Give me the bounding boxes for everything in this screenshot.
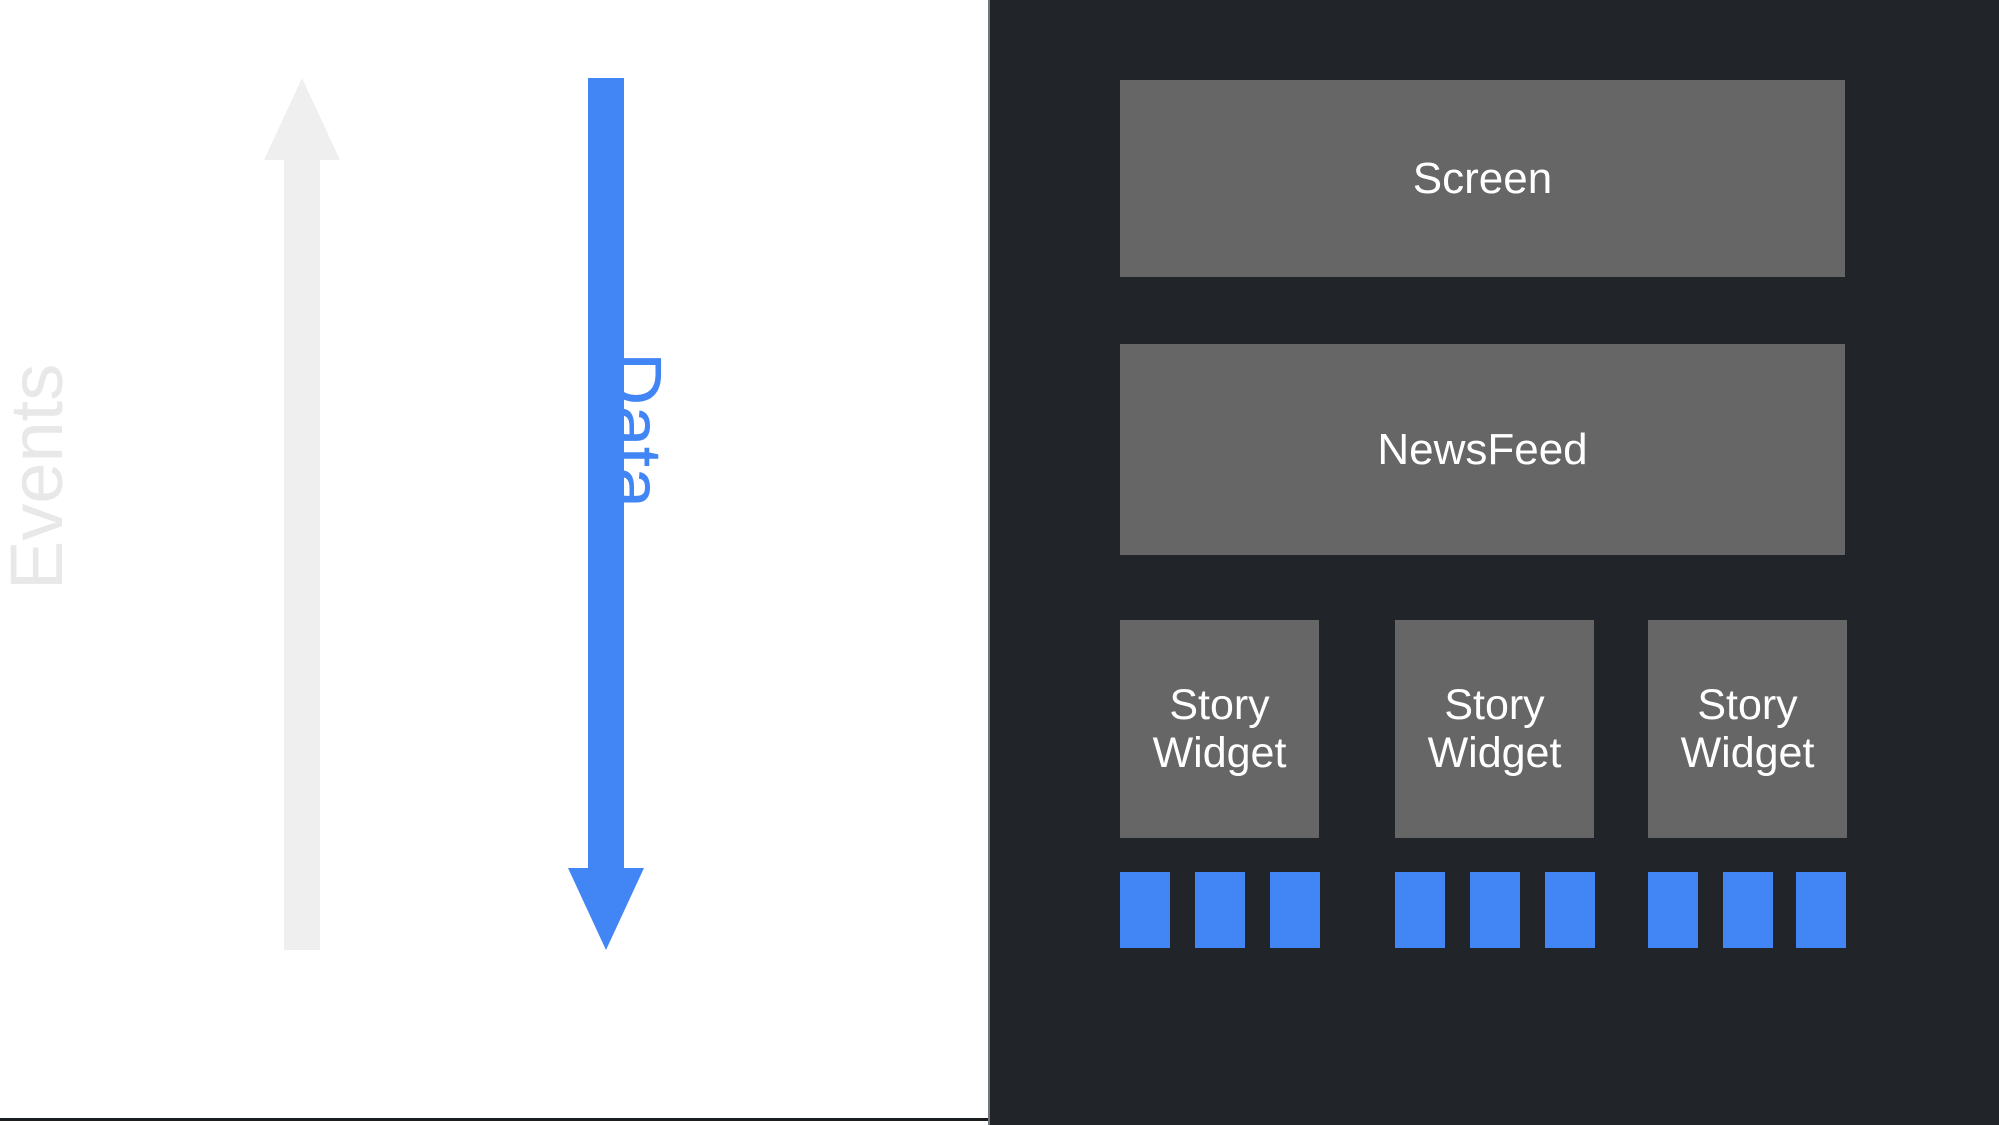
node-story-widget-3-label: Story Widget bbox=[1680, 680, 1815, 777]
node-screen-label: Screen bbox=[1412, 153, 1553, 203]
leaf-node bbox=[1270, 872, 1320, 948]
leaf-node bbox=[1470, 872, 1520, 948]
leaf-node bbox=[1796, 872, 1846, 948]
events-arrow-up-icon bbox=[262, 78, 342, 950]
node-newsfeed-label: NewsFeed bbox=[1377, 424, 1588, 474]
node-newsfeed: NewsFeed bbox=[1120, 344, 1845, 555]
node-story-widget-1: Story Widget bbox=[1120, 620, 1319, 838]
node-story-widget-1-label: Story Widget bbox=[1152, 680, 1287, 777]
panel-left-edge bbox=[988, 0, 990, 1125]
leaf-node bbox=[1120, 872, 1170, 948]
leaf-node bbox=[1648, 872, 1698, 948]
node-story-widget-2-label: Story Widget bbox=[1427, 680, 1562, 777]
leaf-node bbox=[1395, 872, 1445, 948]
leaf-node bbox=[1723, 872, 1773, 948]
node-story-widget-3: Story Widget bbox=[1648, 620, 1847, 838]
flow-legend-area: Events Data bbox=[0, 0, 988, 1125]
data-flow-label: Data bbox=[594, 352, 677, 509]
bottom-divider bbox=[0, 1118, 988, 1121]
leaf-node bbox=[1545, 872, 1595, 948]
leaf-node bbox=[1195, 872, 1245, 948]
node-story-widget-2: Story Widget bbox=[1395, 620, 1594, 838]
data-arrow-down-icon bbox=[566, 78, 646, 950]
events-flow-label: Events bbox=[0, 363, 78, 590]
component-tree-panel: Screen NewsFeed Story Widget Story Widge… bbox=[988, 0, 1999, 1125]
node-screen: Screen bbox=[1120, 80, 1845, 277]
